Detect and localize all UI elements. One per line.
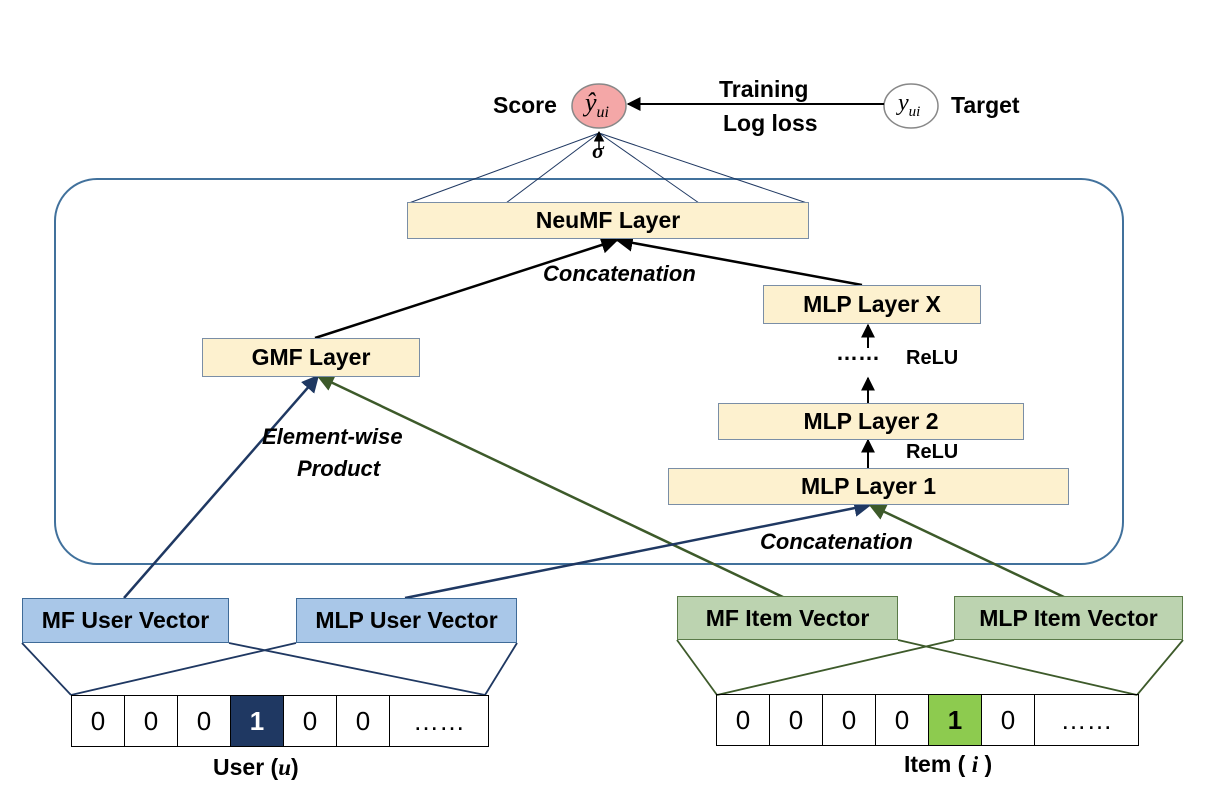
mlp-layer-x: MLP Layer X xyxy=(763,285,981,324)
concat-top-label: Concatenation xyxy=(543,261,696,286)
logloss-label: Log loss xyxy=(723,110,818,136)
concat-bottom-label: Concatenation xyxy=(760,529,913,554)
user-cell-active: 1 xyxy=(231,696,284,746)
user-label-text: User ( xyxy=(213,754,279,780)
mlp-item-vector: MLP Item Vector xyxy=(954,596,1183,640)
neumf-layer: NeuMF Layer xyxy=(407,202,809,239)
training-label: Training xyxy=(719,76,809,102)
mlpitem-to-mlp1-arrow xyxy=(868,503,1067,600)
mlp-layer-1: MLP Layer 1 xyxy=(668,468,1069,505)
user-cell: 0 xyxy=(125,696,178,746)
elementwise-label: Element-wise xyxy=(262,424,403,449)
item-cell: 0 xyxy=(876,695,929,745)
user-cell: 0 xyxy=(284,696,337,746)
product-label: Product xyxy=(297,456,381,481)
user-label-end: ) xyxy=(291,754,299,780)
user-cell: 0 xyxy=(178,696,231,746)
item-cell-active: 1 xyxy=(929,695,982,745)
user-embedding-lines xyxy=(21,642,518,696)
mlpuser-to-mlp1-arrow xyxy=(404,499,872,600)
user-cell: 0 xyxy=(72,696,125,746)
item-input-label: Item ( i ) xyxy=(904,751,992,778)
user-one-hot-input: 0 0 0 1 0 0 …… xyxy=(71,695,489,747)
item-cell: 0 xyxy=(823,695,876,745)
mlp-user-vector: MLP User Vector xyxy=(296,598,517,643)
mf-item-vector: MF Item Vector xyxy=(677,596,898,640)
score-symbol-sub: ui xyxy=(596,104,609,122)
item-label-var: i xyxy=(971,752,979,777)
item-label-text: Item ( xyxy=(904,751,972,777)
target-node xyxy=(883,83,939,129)
target-label: Target xyxy=(951,92,1020,118)
item-cell: 0 xyxy=(770,695,823,745)
mf-user-vector: MF User Vector xyxy=(22,598,229,643)
mlp-dots: …… xyxy=(836,340,880,365)
mlpx-to-neumf-arrow xyxy=(615,234,863,287)
neumf-to-score-lines xyxy=(408,130,808,204)
score-node xyxy=(571,83,627,129)
target-symbol: yui xyxy=(898,90,920,121)
score-symbol: ŷui xyxy=(585,88,609,122)
user-input-label: User (u) xyxy=(213,754,299,781)
item-embedding-lines xyxy=(676,639,1184,696)
score-symbol-main: ŷ xyxy=(585,88,597,117)
neural-cf-frame xyxy=(54,178,1124,565)
target-symbol-main: y xyxy=(898,90,909,116)
sigma-label: σ xyxy=(592,138,604,163)
mlp-layer-2: MLP Layer 2 xyxy=(718,403,1024,440)
mfuser-to-gmf-arrow xyxy=(123,374,320,599)
item-cell: 0 xyxy=(717,695,770,745)
user-cell: 0 xyxy=(337,696,390,746)
relu-upper-label: ReLU xyxy=(906,347,959,369)
gmf-to-neumf-arrow xyxy=(314,236,619,340)
user-cell-ellipsis: …… xyxy=(413,705,465,736)
item-cell-ellipsis: …… xyxy=(1060,704,1113,735)
relu-lower-label: ReLU xyxy=(906,441,959,463)
mfitem-to-gmf-arrow xyxy=(316,374,786,600)
target-symbol-sub: ui xyxy=(908,103,921,120)
score-label: Score xyxy=(493,92,557,118)
gmf-layer: GMF Layer xyxy=(202,338,420,377)
item-one-hot-input: 0 0 0 0 1 0 …… xyxy=(716,694,1139,746)
user-label-var: u xyxy=(278,755,291,780)
item-cell: 0 xyxy=(982,695,1035,745)
item-label-end: ) xyxy=(978,751,993,777)
